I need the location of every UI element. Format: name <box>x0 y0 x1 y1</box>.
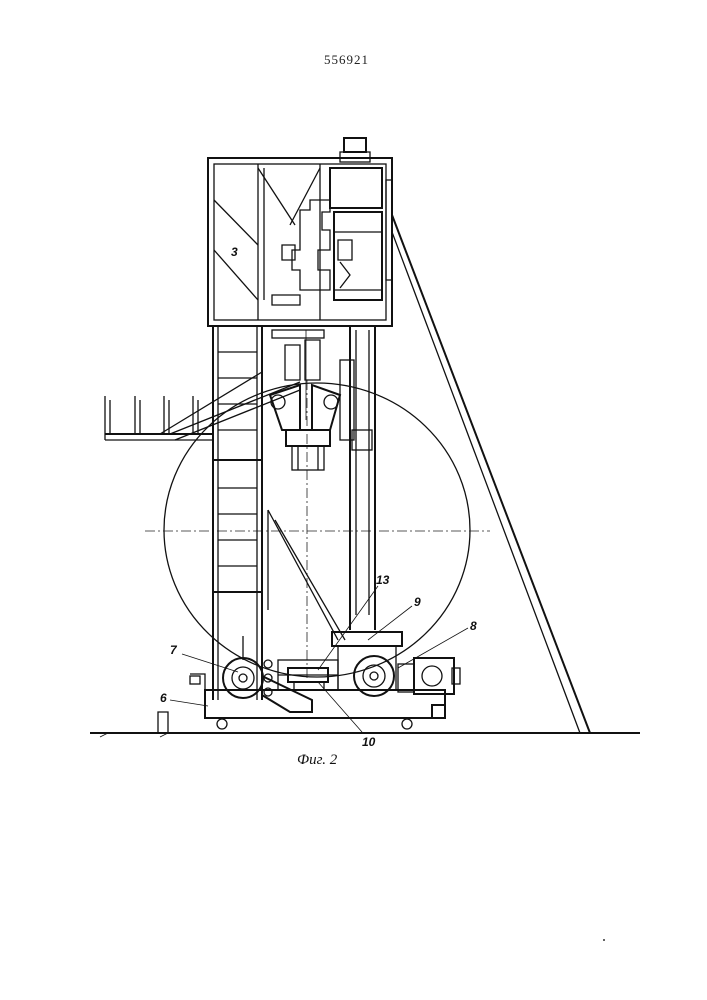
scan-speck <box>603 939 605 941</box>
left-foot <box>158 712 168 733</box>
side-arm <box>105 372 300 440</box>
central-drive <box>278 660 338 690</box>
callout-7: 7 <box>170 643 178 657</box>
top-motor <box>330 138 392 300</box>
coil-outline <box>145 380 490 680</box>
inclined-stay <box>392 215 590 733</box>
clamp-mechanism <box>270 330 340 470</box>
callout-8: 8 <box>470 619 477 633</box>
callout-3: 3 <box>231 245 238 259</box>
ladder-rungs <box>213 352 262 592</box>
callout-10: 10 <box>362 735 376 749</box>
left-roller <box>223 636 312 712</box>
callout-13: 13 <box>376 573 390 587</box>
figure-caption: Фиг. 2 <box>297 752 338 768</box>
right-roller <box>332 632 460 696</box>
callout-6: 6 <box>160 691 167 705</box>
right-column <box>340 326 375 630</box>
callout-9: 9 <box>414 595 421 609</box>
guide-bars <box>268 510 345 640</box>
